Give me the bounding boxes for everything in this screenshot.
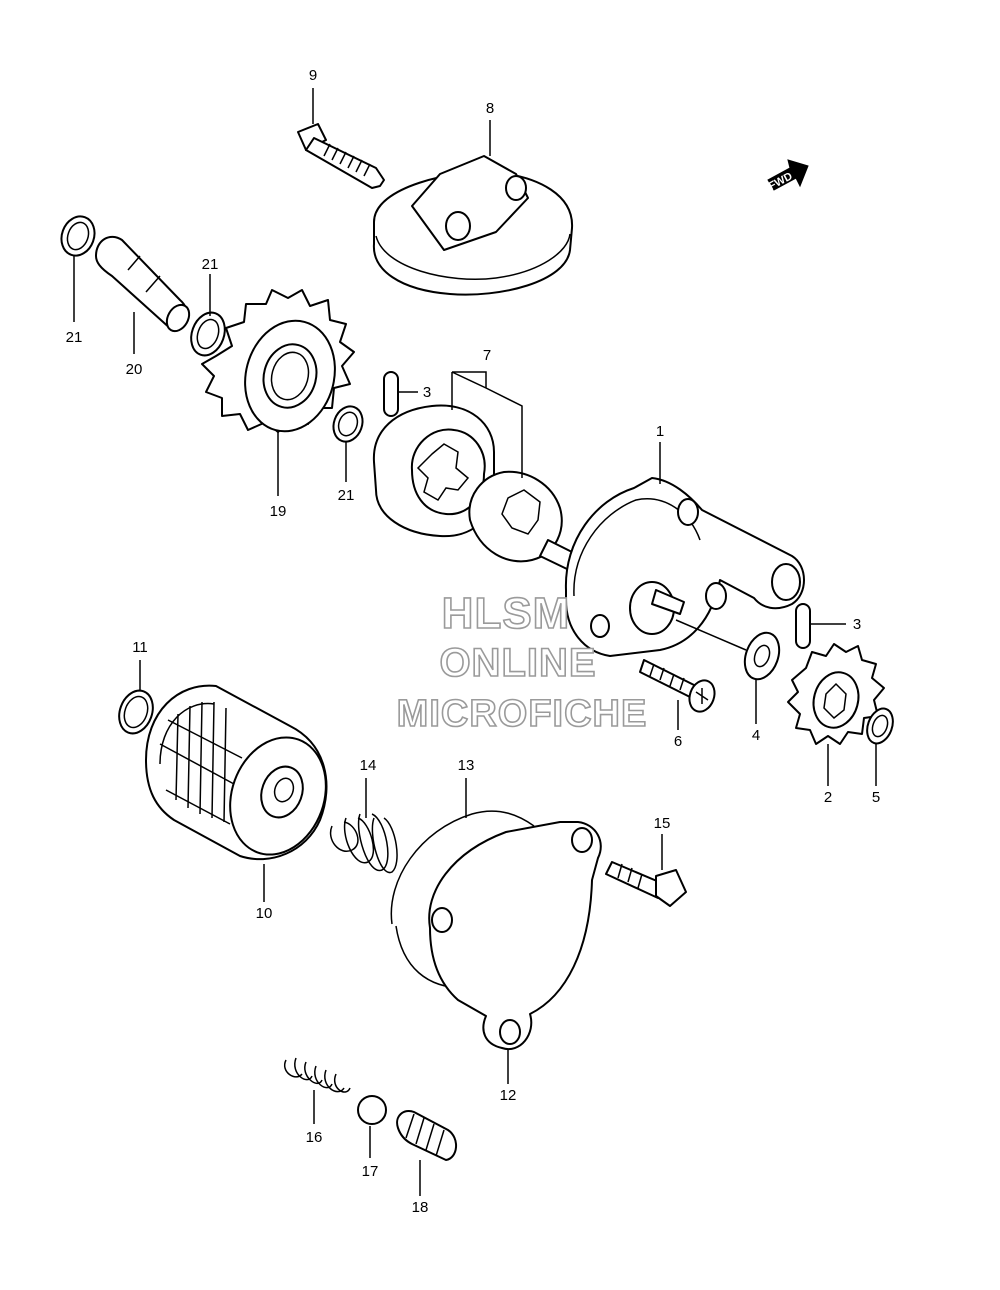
callout-9: 9: [309, 67, 317, 84]
watermark-line-1: HLSM: [442, 589, 571, 638]
part-21-circlip-right: [332, 405, 364, 443]
fwd-label: FWD: [767, 170, 795, 192]
part-6-screw: [639, 659, 716, 713]
callout-15: 15: [654, 815, 671, 832]
callout-8: 8: [486, 100, 494, 117]
callout-19: 19: [270, 503, 287, 520]
callout-21-right: 21: [338, 487, 355, 504]
callout-14: 14: [360, 757, 377, 774]
callout-3-lower: 3: [853, 616, 861, 633]
part-3-pin-lower: [795, 603, 811, 649]
callout-4: 4: [752, 727, 760, 744]
callout-20: 20: [126, 361, 143, 378]
part-15-bolt: [605, 861, 687, 907]
callout-5: 5: [872, 789, 880, 806]
callout-11: 11: [132, 639, 148, 656]
callout-21-left: 21: [66, 329, 83, 346]
callout-7: 7: [483, 347, 491, 364]
callout-2: 2: [824, 789, 832, 806]
callout-17: 17: [362, 1163, 379, 1180]
part-8-strainer-cap: [372, 155, 574, 296]
part-7-rotor-outer: [372, 404, 495, 538]
part-4-washer: [743, 631, 781, 681]
callout-21-middle: 21: [202, 256, 219, 273]
callout-12: 12: [500, 1087, 517, 1104]
watermark: HLSM ONLINE MICROFICHE: [396, 588, 648, 736]
part-21-circlip-middle: [190, 311, 226, 357]
part-5-circlip: [866, 707, 894, 745]
part-20-shaft: [95, 235, 191, 333]
part-19-driven-gear: [201, 289, 355, 433]
part-17-ball: [357, 1095, 387, 1125]
part-18-plug: [396, 1110, 457, 1161]
part-3-pin-upper: [383, 371, 399, 417]
watermark-line-3: MICROFICHE: [397, 693, 648, 735]
part-16-relief-spring: [283, 1057, 351, 1093]
callout-3-upper: 3: [423, 384, 431, 401]
callout-16: 16: [306, 1129, 323, 1146]
callout-labels: 9 8 21 20 21 19 21 3 7 1 3 6 4 2 5 11 10…: [66, 67, 881, 1216]
part-14-spring: [329, 813, 398, 874]
part-21-circlip-left: [60, 215, 96, 257]
fwd-arrow-icon: FWD: [767, 159, 809, 193]
watermark-line-2: ONLINE: [439, 641, 596, 685]
callout-13: 13: [458, 757, 475, 774]
callout-1: 1: [656, 423, 664, 440]
part-10-oil-filter: [145, 684, 328, 861]
callout-10: 10: [256, 905, 273, 922]
part-9-bolt: [297, 123, 385, 189]
part-11-o-ring: [118, 689, 154, 735]
callout-6: 6: [674, 733, 682, 750]
callout-18: 18: [412, 1199, 429, 1216]
leader-lines: [73, 88, 877, 1196]
part-12-cover: [428, 821, 602, 1051]
part-2-drive-gear: [787, 643, 885, 745]
part-1-pump-body: [564, 477, 805, 657]
